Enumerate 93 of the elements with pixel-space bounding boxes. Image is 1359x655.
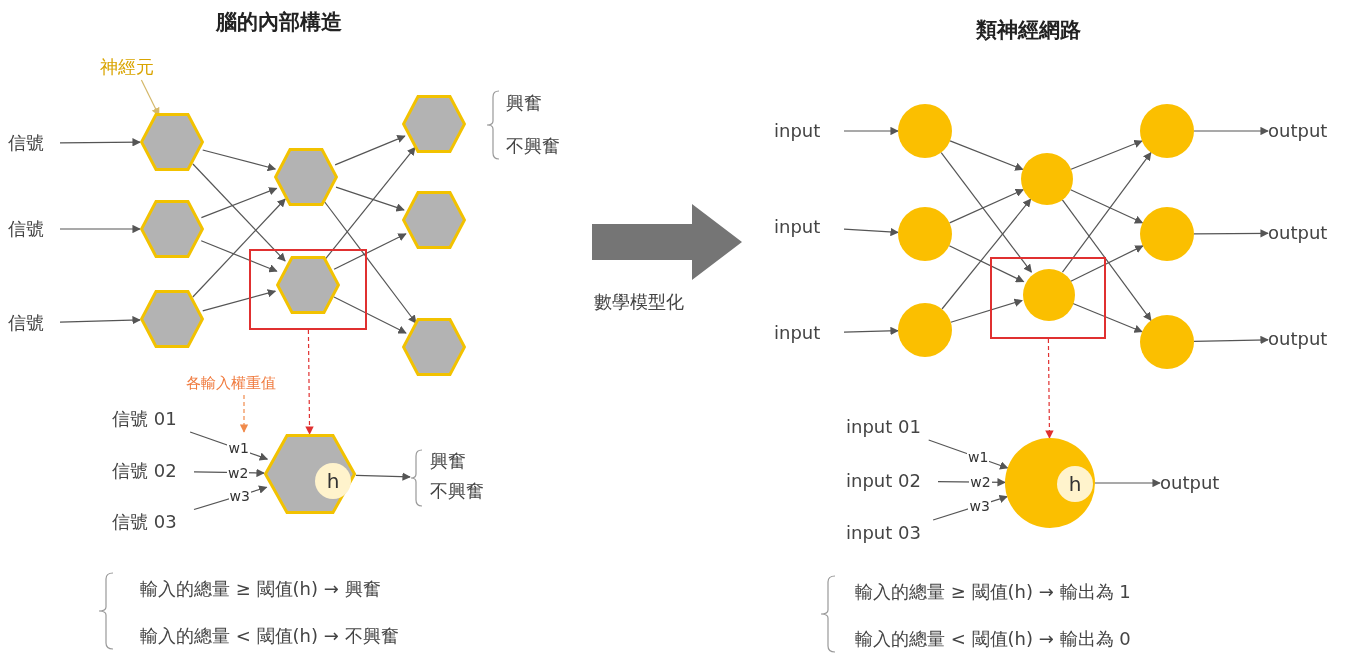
arrow <box>192 163 286 262</box>
arrow <box>323 200 417 324</box>
hexagon-neuron <box>402 318 466 376</box>
arrow <box>937 478 1006 487</box>
node-label: input 02 <box>846 468 938 494</box>
hexagon-neuron <box>140 113 204 171</box>
hexagon-neuron <box>276 256 340 314</box>
threshold-circle: h <box>1057 466 1093 502</box>
arrow <box>59 315 141 325</box>
arrow <box>202 289 277 312</box>
rule-text: 輸入的總量 < 閾值(h) → 輸出為 0 <box>855 627 1131 651</box>
arrow <box>324 146 416 261</box>
arrow <box>1069 245 1144 283</box>
response-option: 興奮 <box>430 448 466 474</box>
leader-line <box>239 394 249 433</box>
node-label: 信號 03 <box>112 509 194 535</box>
node-label: output <box>1268 326 1342 352</box>
arrow <box>1094 478 1161 488</box>
arrow <box>843 326 899 336</box>
circle-neuron <box>898 303 952 357</box>
arrow <box>334 135 406 166</box>
hexagon-neuron <box>402 191 466 249</box>
arrow <box>335 186 405 212</box>
hexagon-neuron <box>140 200 204 258</box>
arrow <box>189 431 269 461</box>
highlight-frame <box>990 257 1106 339</box>
weight-label: w1 <box>227 440 250 457</box>
arrow <box>200 240 278 273</box>
arrow <box>1070 189 1144 224</box>
hexagon-neuron <box>140 290 204 348</box>
arrow <box>200 187 278 219</box>
circle-neuron <box>1140 207 1194 261</box>
arrow <box>333 233 407 270</box>
arrow <box>1070 139 1143 170</box>
circle-neuron <box>1023 269 1075 321</box>
arrow <box>843 227 899 237</box>
section-title: 類神經網路 <box>976 18 1081 42</box>
hexagon-neuron <box>402 95 466 153</box>
node-label: 信號 <box>8 130 60 156</box>
arrow <box>948 245 1025 283</box>
node-label: 信號 <box>8 216 60 242</box>
rule-text: 輸入的總量 < 閾值(h) → 不興奮 <box>140 624 399 648</box>
arrow <box>192 198 286 298</box>
node-label: input <box>774 214 844 240</box>
arrow <box>355 472 411 481</box>
section-title: 腦的內部構造 <box>216 10 342 34</box>
arrow <box>843 126 899 136</box>
highlight-frame <box>249 249 367 330</box>
circle-neuron <box>1021 153 1073 205</box>
arrow <box>193 468 265 478</box>
response-option: 不興奮 <box>506 134 560 158</box>
arrow <box>1061 199 1152 321</box>
circle-neuron <box>898 104 952 158</box>
arrow <box>193 485 268 511</box>
callout-text: 各輸入權重值 <box>186 371 302 395</box>
arrow <box>928 439 1009 470</box>
arrow <box>202 149 277 172</box>
node-label: input 01 <box>846 414 938 440</box>
rule-text: 輸入的總量 ≥ 閾值(h) → 興奮 <box>140 577 381 601</box>
arrow <box>950 298 1023 323</box>
process-caption: 數學模型化 <box>594 290 684 314</box>
circle-neuron <box>1140 104 1194 158</box>
node-label: 信號 <box>8 310 60 336</box>
circle-neuron <box>898 207 952 261</box>
arrow <box>1193 126 1269 136</box>
node-label: input <box>774 320 844 346</box>
arrow <box>1193 335 1269 345</box>
response-option: 興奮 <box>506 91 542 115</box>
hexagon-neuron <box>264 434 356 514</box>
arrow <box>1193 229 1269 238</box>
dashed-arrow <box>1045 338 1054 439</box>
arrow <box>1061 152 1152 273</box>
dashed-arrow <box>305 329 314 435</box>
node-label: 信號 01 <box>112 406 194 432</box>
node-label: input <box>774 118 844 144</box>
rule-text: 輸入的總量 ≥ 閾值(h) → 輸出為 1 <box>855 580 1131 604</box>
arrow <box>59 138 141 147</box>
node-label: output <box>1268 220 1342 246</box>
response-option: 不興奮 <box>430 478 484 504</box>
node-label: input 03 <box>846 520 938 546</box>
arrow <box>949 189 1025 224</box>
callout-text: 神經元 <box>100 54 170 80</box>
arrow <box>940 152 1032 273</box>
node-label: output <box>1160 470 1234 496</box>
arrow <box>59 224 141 234</box>
arrow <box>333 296 407 334</box>
arrow <box>941 198 1032 310</box>
node-label: output <box>1268 118 1342 144</box>
hexagon-neuron <box>274 148 338 206</box>
arrow <box>949 140 1024 171</box>
arrow <box>932 494 1008 521</box>
circle-neuron <box>1140 315 1194 369</box>
node-label: 信號 02 <box>112 458 194 484</box>
